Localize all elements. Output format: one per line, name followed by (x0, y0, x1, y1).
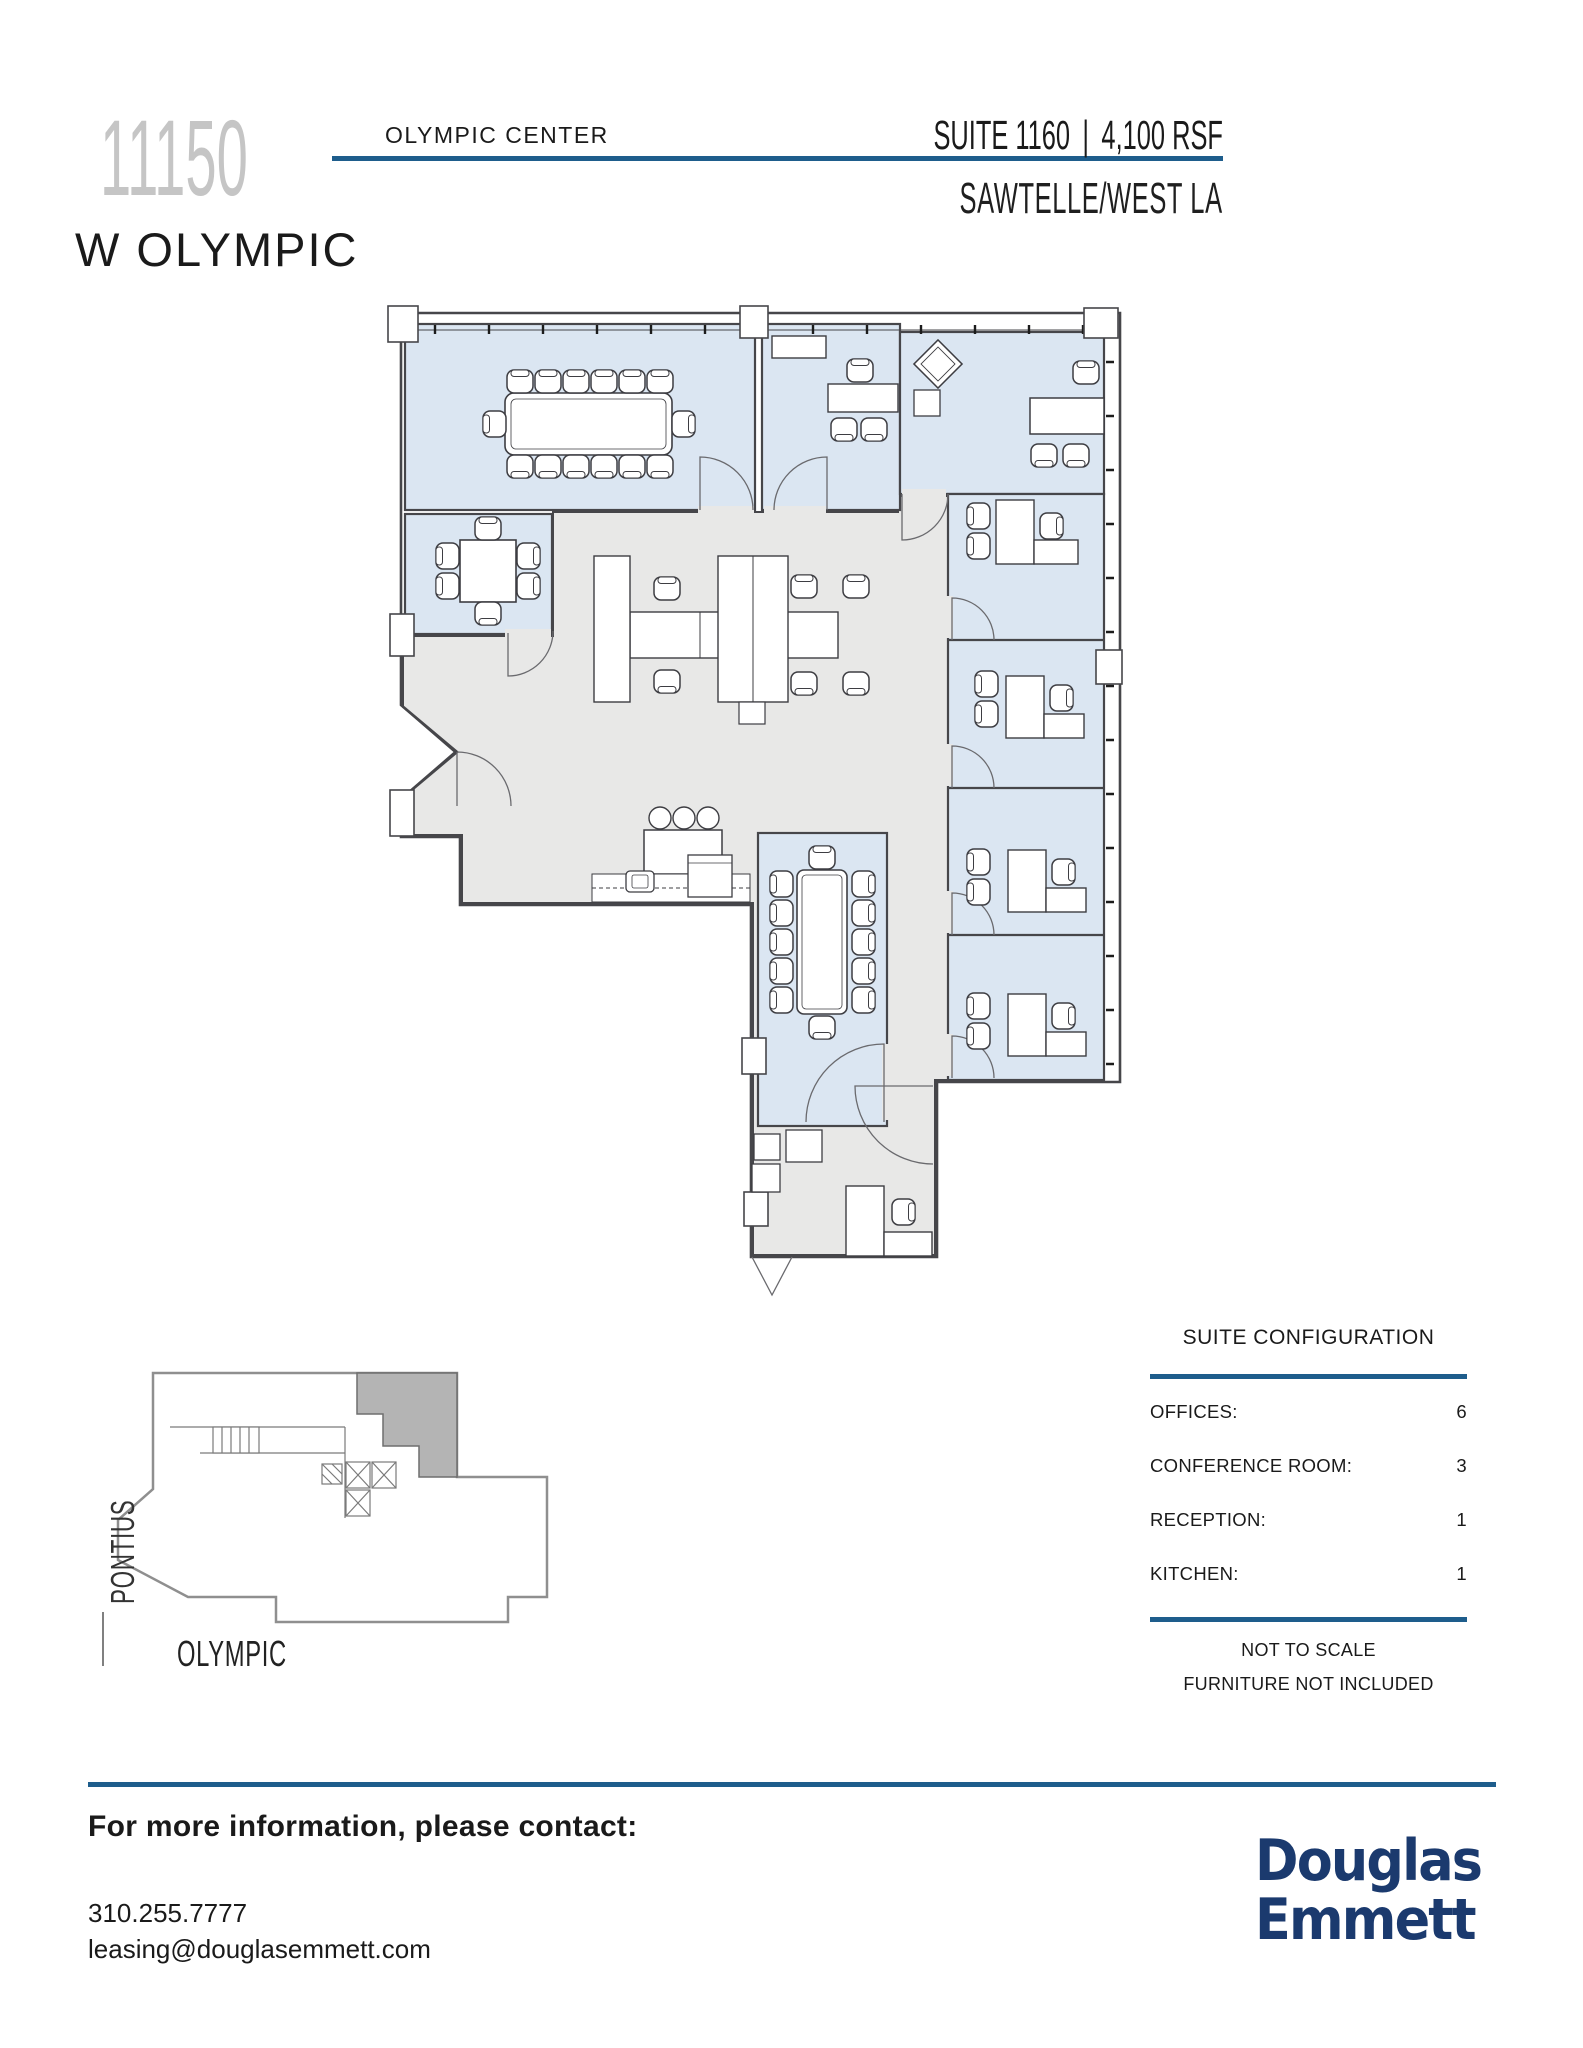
street-label-olympic: OLYMPIC (177, 1634, 287, 1674)
contact-heading: For more information, please contact: (88, 1810, 638, 1843)
main-floor-plan (387, 305, 1123, 1297)
door-openings (505, 489, 953, 1131)
office-top-middle-furniture (771, 335, 899, 442)
config-value: 1 (1456, 1509, 1467, 1530)
workstation-cluster (593, 555, 870, 725)
note-furniture: FURNITURE NOT INCLUDED (1183, 1674, 1434, 1694)
douglas-emmett-logo: Douglas Emmett (1255, 1828, 1483, 1954)
key-plan: PONTIUS OLYMPIC (102, 1371, 549, 1674)
config-rows: OFFICES: 6 CONFERENCE ROOM: 3 RECEPTION:… (1150, 1401, 1467, 1585)
note-not-to-scale: NOT TO SCALE (1241, 1640, 1376, 1660)
config-label: KITCHEN: (1150, 1563, 1239, 1584)
submarket-label: SAWTELLE/WEST LA (959, 174, 1223, 223)
window-ticks (433, 325, 1114, 1066)
config-rule-bottom (1150, 1617, 1467, 1622)
suite-configuration-title: SUITE CONFIGURATION (1182, 1326, 1435, 1349)
keyplan-core (170, 1426, 397, 1518)
office-d-furniture (966, 848, 1087, 913)
config-label: OFFICES: (1150, 1401, 1238, 1422)
keyplan-building-outline (116, 1371, 549, 1624)
kitchenette-counter (591, 854, 751, 903)
suite-title: SUITE 1160 | 4,100 RSF (933, 112, 1223, 159)
office-e-furniture (966, 992, 1087, 1057)
config-label: CONFERENCE ROOM: (1150, 1455, 1353, 1476)
suite-separator: | (1082, 112, 1090, 158)
wall-pillars (387, 305, 1123, 1227)
config-rule-top (1150, 1374, 1467, 1379)
contact-phone: 310.255.7777 (88, 1898, 248, 1928)
conference-table-lower (769, 845, 876, 1040)
config-value: 6 (1456, 1401, 1467, 1422)
suite-rsf: 4,100 RSF (1101, 112, 1223, 158)
street-label-pontius: PONTIUS (104, 1500, 141, 1604)
office-b-furniture (966, 499, 1079, 565)
building-name: W OLYMPIC (75, 223, 359, 276)
suite-number: SUITE 1160 (933, 112, 1071, 158)
contact-email-link[interactable]: leasing@douglasemmett.com (88, 1934, 431, 1964)
kitchen-furniture (751, 1129, 933, 1257)
config-value: 1 (1456, 1563, 1467, 1584)
header-divider-line (332, 156, 1223, 161)
logo-line-emmett: Emmett (1255, 1887, 1477, 1954)
config-value: 3 (1456, 1455, 1467, 1476)
config-label: RECEPTION: (1150, 1509, 1267, 1530)
keyplan-suite-highlight (356, 1372, 458, 1478)
footer-divider-line (88, 1782, 1496, 1787)
exterior-wall (399, 311, 1122, 1259)
conference-table-large (482, 369, 696, 479)
appliance-icon (687, 854, 733, 898)
suite-configuration: SUITE CONFIGURATION OFFICES: 6 CONFERENC… (1150, 1326, 1467, 1695)
logo-line-douglas: Douglas (1255, 1828, 1483, 1894)
config-row-offices: OFFICES: 6 (1150, 1401, 1467, 1423)
config-row-conference: CONFERENCE ROOM: 3 (1150, 1455, 1467, 1477)
office-c-furniture (974, 670, 1085, 739)
config-row-reception: RECEPTION: 1 (1150, 1509, 1467, 1531)
office-top-right-furniture (912, 338, 1105, 468)
config-row-kitchen: KITCHEN: 1 (1150, 1563, 1467, 1585)
building-number: 11150 (100, 97, 248, 218)
conference-table-small (435, 516, 541, 626)
center-name: OLYMPIC CENTER (385, 122, 609, 148)
